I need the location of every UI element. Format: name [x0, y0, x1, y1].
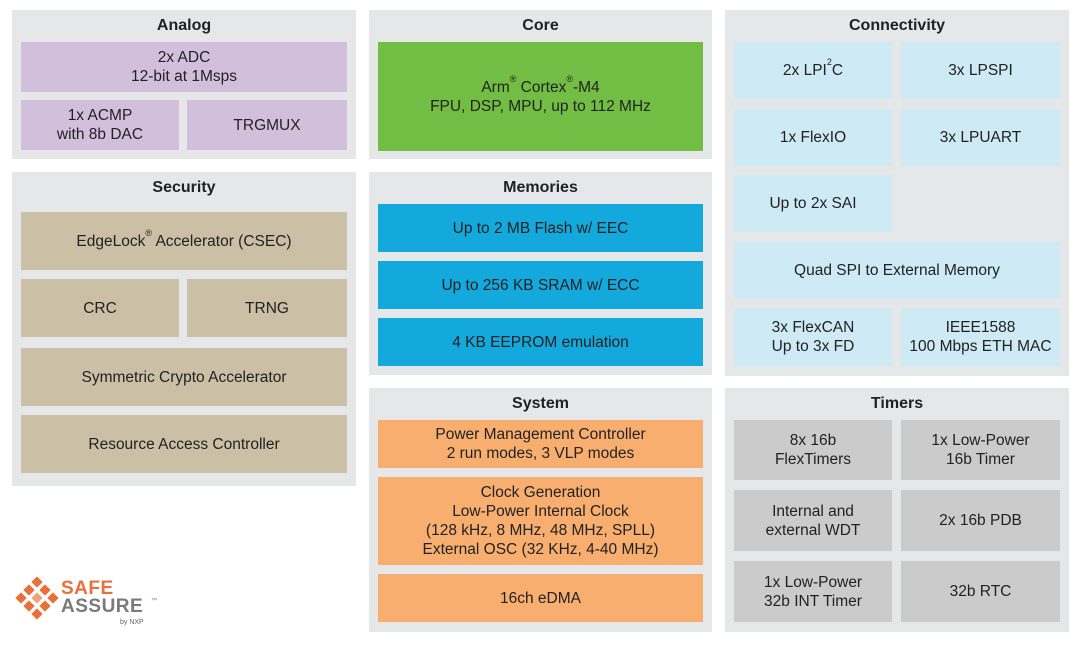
core-title: Core — [522, 17, 559, 34]
edma-label: 16ch eDMA — [500, 589, 581, 607]
analog-title: Analog — [156, 17, 212, 34]
core-panel: Core Arm® Cortex®-M4 FPU, DSP, MPU, up t… — [369, 10, 712, 159]
lptimer-line-1: 1x Low-Power — [931, 432, 1030, 449]
pdb-label: 2x 16b PDB — [939, 512, 1022, 529]
security-panel: Security EdgeLock® Accelerator (CSEC) CR… — [12, 172, 356, 486]
pmc-line-1: Power Management Controller — [435, 426, 646, 443]
trgmux-block: TRGMUX — [187, 100, 347, 150]
lpi2c-block: 2x LPI2C — [734, 42, 892, 99]
security-title: Security — [152, 179, 216, 196]
flexcan-line-1: 3x FlexCAN — [771, 319, 855, 336]
system-title: System — [512, 395, 569, 412]
logo-trademark: ™ — [151, 598, 157, 604]
lpi2c-label: 2x LPI2C — [782, 57, 844, 80]
lptimer-block: 1x Low-Power 16b Timer — [901, 420, 1060, 480]
connectivity-title: Connectivity — [848, 17, 945, 34]
crypto-label: Symmetric Crypto Accelerator — [81, 368, 287, 386]
quadspi-block: Quad SPI to External Memory — [734, 242, 1060, 299]
logo-by-nxp: by NXP — [120, 619, 144, 626]
adc-line-2: 12-bit at 1Msps — [131, 68, 237, 85]
eeprom-label: 4 KB EEPROM emulation — [452, 333, 629, 351]
pmc-block: Power Management Controller 2 run modes,… — [378, 420, 703, 468]
adc-block: 2x ADC 12-bit at 1Msps — [21, 42, 347, 92]
crypto-block: Symmetric Crypto Accelerator — [21, 348, 347, 406]
logo-safe-text: SAFE — [61, 578, 114, 599]
lptimer-line-2: 16b Timer — [946, 451, 1015, 468]
memories-title: Memories — [503, 179, 578, 196]
flextimers-line-2: FlexTimers — [774, 451, 852, 468]
diamond-grid-icon — [15, 577, 59, 620]
clock-line-2: Low-Power Internal Clock — [452, 503, 629, 520]
timers-panel: Timers 8x 16b FlexTimers 1x Low-Power 16… — [725, 388, 1069, 632]
trgmux-label: TRGMUX — [233, 116, 301, 134]
clock-line-1: Clock Generation — [480, 484, 601, 501]
safe-assure-logo: SAFE ASSURE ™ by NXP — [14, 577, 164, 627]
flextimers-line-1: 8x 16b — [789, 432, 837, 449]
system-panel: System Power Management Controller 2 run… — [369, 388, 712, 632]
wdt-line-2: external WDT — [765, 521, 861, 539]
acmp-line-2: with 8b DAC — [56, 126, 144, 143]
clock-line-3: (128 kHz, 8 MHz, 48 MHz, SPLL) — [425, 522, 656, 539]
acmp-line-1: 1x ACMP — [67, 107, 133, 124]
lpuart-label: 3x LPUART — [939, 129, 1022, 146]
flexio-block: 1x FlexIO — [734, 109, 892, 166]
crc-label: CRC — [83, 299, 117, 317]
lpspi-block: 3x LPSPI — [901, 42, 1060, 99]
sai-block: Up to 2x SAI — [734, 175, 892, 232]
pdb-block: 2x 16b PDB — [901, 490, 1060, 551]
flexcan-line-2: Up to 3x FD — [771, 338, 855, 355]
trng-block: TRNG — [187, 279, 347, 337]
acmp-block: 1x ACMP with 8b DAC — [21, 100, 179, 150]
edgelock-block: EdgeLock® Accelerator (CSEC) — [21, 212, 347, 270]
rac-label: Resource Access Controller — [88, 435, 280, 453]
ethernet-line-1: IEEE1588 — [945, 319, 1016, 336]
trng-label: TRNG — [245, 299, 289, 317]
rtc-block: 32b RTC — [901, 561, 1060, 622]
ethernet-line-2: 100 Mbps ETH MAC — [909, 338, 1052, 355]
flash-label: Up to 2 MB Flash w/ EEC — [452, 219, 629, 237]
analog-panel: Analog 2x ADC 12-bit at 1Msps 1x ACMP wi… — [12, 10, 356, 159]
connectivity-panel: Connectivity 2x LPI2C 3x LPSPI 1x FlexIO… — [725, 10, 1069, 376]
sram-label: Up to 256 KB SRAM w/ ECC — [441, 276, 640, 294]
edgelock-label: EdgeLock® Accelerator (CSEC) — [76, 227, 292, 250]
flash-block: Up to 2 MB Flash w/ EEC — [378, 204, 703, 252]
lpspi-label: 3x LPSPI — [948, 62, 1013, 79]
eeprom-block: 4 KB EEPROM emulation — [378, 318, 703, 366]
lpit-block: 1x Low-Power 32b INT Timer — [734, 561, 892, 622]
cpu-line-1: Arm® Cortex®-M4 — [481, 73, 600, 96]
pmc-line-2: 2 run modes, 3 VLP modes — [446, 445, 635, 462]
lpit-line-1: 1x Low-Power — [763, 573, 863, 591]
edma-block: 16ch eDMA — [378, 574, 703, 622]
ethernet-block: IEEE1588 100 Mbps ETH MAC — [901, 308, 1060, 366]
clock-block: Clock Generation Low-Power Internal Cloc… — [378, 477, 703, 565]
sai-label: Up to 2x SAI — [769, 195, 857, 212]
flexcan-block: 3x FlexCAN Up to 3x FD — [734, 308, 892, 366]
rac-block: Resource Access Controller — [21, 415, 347, 473]
crc-block: CRC — [21, 279, 179, 337]
logo-assure-text: ASSURE — [61, 596, 144, 617]
flexio-label: 1x FlexIO — [779, 129, 847, 146]
lpuart-block: 3x LPUART — [901, 109, 1060, 166]
memories-panel: Memories Up to 2 MB Flash w/ EEC Up to 2… — [369, 172, 712, 375]
cpu-line-2: FPU, DSP, MPU, up to 112 MHz — [430, 97, 651, 115]
cpu-block: Arm® Cortex®-M4 FPU, DSP, MPU, up to 112… — [378, 42, 703, 151]
quadspi-label: Quad SPI to External Memory — [794, 262, 1000, 279]
flextimers-block: 8x 16b FlexTimers — [734, 420, 892, 480]
lpit-line-2: 32b INT Timer — [764, 592, 862, 610]
wdt-line-1: Internal and — [772, 502, 854, 520]
wdt-block: Internal and external WDT — [734, 490, 892, 551]
adc-line-1: 2x ADC — [157, 49, 211, 66]
sram-block: Up to 256 KB SRAM w/ ECC — [378, 261, 703, 309]
clock-line-4: External OSC (32 KHz, 4-40 MHz) — [422, 541, 659, 558]
rtc-label: 32b RTC — [949, 583, 1012, 600]
timers-title: Timers — [870, 395, 924, 412]
